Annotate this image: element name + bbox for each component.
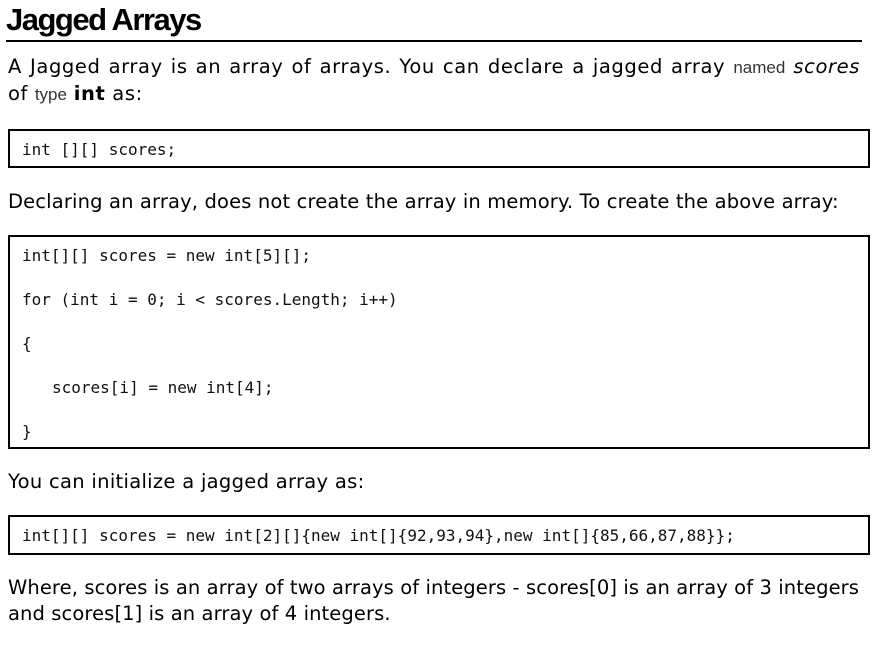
paragraph-explanation: Where, scores is an array of two arrays …: [8, 576, 860, 625]
code-block-creation: int[][] scores = new int[5][]; for (int …: [8, 235, 870, 449]
intro-of: of: [8, 82, 28, 105]
code-line: for (int i = 0; i < scores.Length; i++): [22, 290, 398, 309]
code-line: int[][] scores = new int[5][];: [22, 246, 311, 265]
code-line: scores[i] = new int[4];: [52, 378, 274, 397]
code-block-initialization: int[][] scores = new int[2][]{new int[]{…: [8, 515, 870, 555]
article: Jagged Arrays A Jagged array is an array…: [6, 0, 870, 627]
code-line: int [][] scores;: [22, 140, 177, 159]
intro-named: named: [733, 58, 786, 77]
code-line: int[][] scores = new int[2][]{new int[]{…: [22, 526, 735, 545]
intro-as: as:: [112, 82, 143, 105]
intro-text: A Jagged array is an array of arrays. Yo…: [8, 55, 726, 78]
paragraph-declaring: Declaring an array, does not create the …: [8, 190, 839, 213]
intro-type-word: type: [34, 85, 67, 104]
intro-paragraph: A Jagged array is an array of arrays. Yo…: [8, 54, 860, 108]
intro-var-name: scores: [793, 55, 860, 78]
page-title: Jagged Arrays: [6, 0, 862, 42]
code-line: {: [22, 334, 32, 353]
paragraph-initialize: You can initialize a jagged array as:: [8, 470, 365, 493]
code-line: }: [22, 422, 32, 441]
code-block-declaration: int [][] scores;: [8, 129, 870, 168]
intro-type-name: int: [73, 82, 106, 105]
